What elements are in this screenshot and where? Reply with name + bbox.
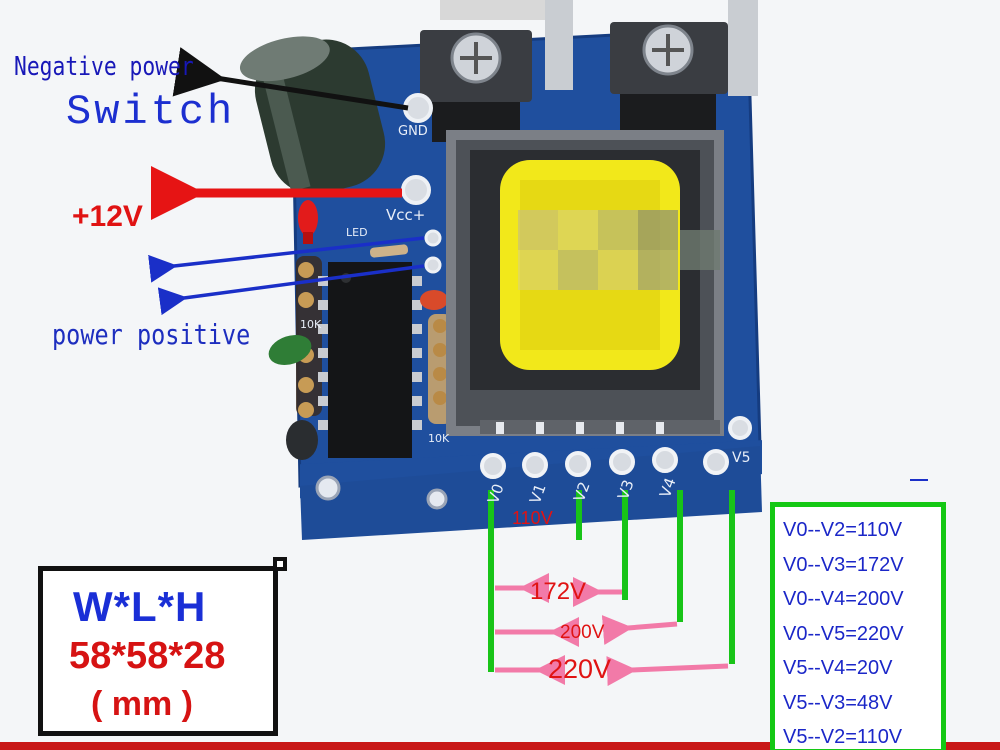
electrolytic-capacitor: [239, 36, 386, 195]
voltage-table-row: V0--V4=200V: [783, 588, 904, 610]
mount-hole: [315, 475, 341, 501]
voltage-table-row: V0--V3=172V: [783, 553, 904, 576]
voltage-200v-label: 200V: [560, 622, 605, 643]
silk-gnd: GND: [398, 124, 428, 139]
negative-power-arrow: [172, 47, 409, 111]
voltage-220v-label: 220V: [548, 654, 612, 684]
silk-10k-a: 10K: [300, 318, 322, 331]
silk-vcc: Vcc+: [386, 206, 426, 224]
mosfet-right: [610, 0, 758, 134]
vcc-pad: [401, 175, 431, 205]
led: [298, 200, 318, 244]
silk-led: LED: [346, 226, 368, 239]
dimensions-box-corner: [273, 557, 287, 571]
dimensions-label: W*L*H: [73, 583, 207, 630]
gnd-pad: [403, 93, 433, 123]
switch-label: Switch: [66, 88, 236, 136]
dimensions-unit: ( mm ): [91, 685, 193, 723]
voltage-table-row: V0--V2=110V: [783, 519, 903, 541]
voltage-table-row: V0--V5=220V: [783, 622, 904, 645]
green-wires: [488, 490, 735, 672]
ic-chip: [318, 262, 422, 458]
switch-pad-1: [424, 229, 442, 247]
voltage-table-row: V5--V3=48V: [783, 691, 893, 714]
dimensions-box: W*L*H 58*58*28 ( mm ): [38, 557, 287, 736]
negative-power-label: Negative power: [14, 52, 194, 82]
power-positive-arrow-2: [157, 264, 425, 316]
output-pins: [480, 447, 729, 479]
power-positive-label: power positive: [52, 318, 251, 351]
pink-arrows: [495, 573, 729, 687]
bottom-stripe: [0, 742, 1000, 750]
transformer: [446, 130, 724, 436]
voltage-table-row: V5--V2=110V: [783, 726, 903, 748]
voltage-table: V0--V2=110V V0--V3=172V V0--V4=200V V0--…: [770, 502, 946, 750]
pin-label-v5: V5: [732, 450, 751, 466]
switch-pad-2: [424, 256, 442, 274]
dimensions-value: 58*58*28: [69, 635, 226, 677]
voltage-172v-label: 172V: [530, 578, 587, 605]
voltage-table-row: V5--V4=20V: [783, 657, 893, 679]
voltage-110v-label: 110V: [512, 508, 553, 528]
plus-12v-label: +12V: [72, 200, 143, 233]
power-positive-arrow-1: [148, 236, 425, 283]
silk-10k-b: 10K: [428, 432, 450, 445]
